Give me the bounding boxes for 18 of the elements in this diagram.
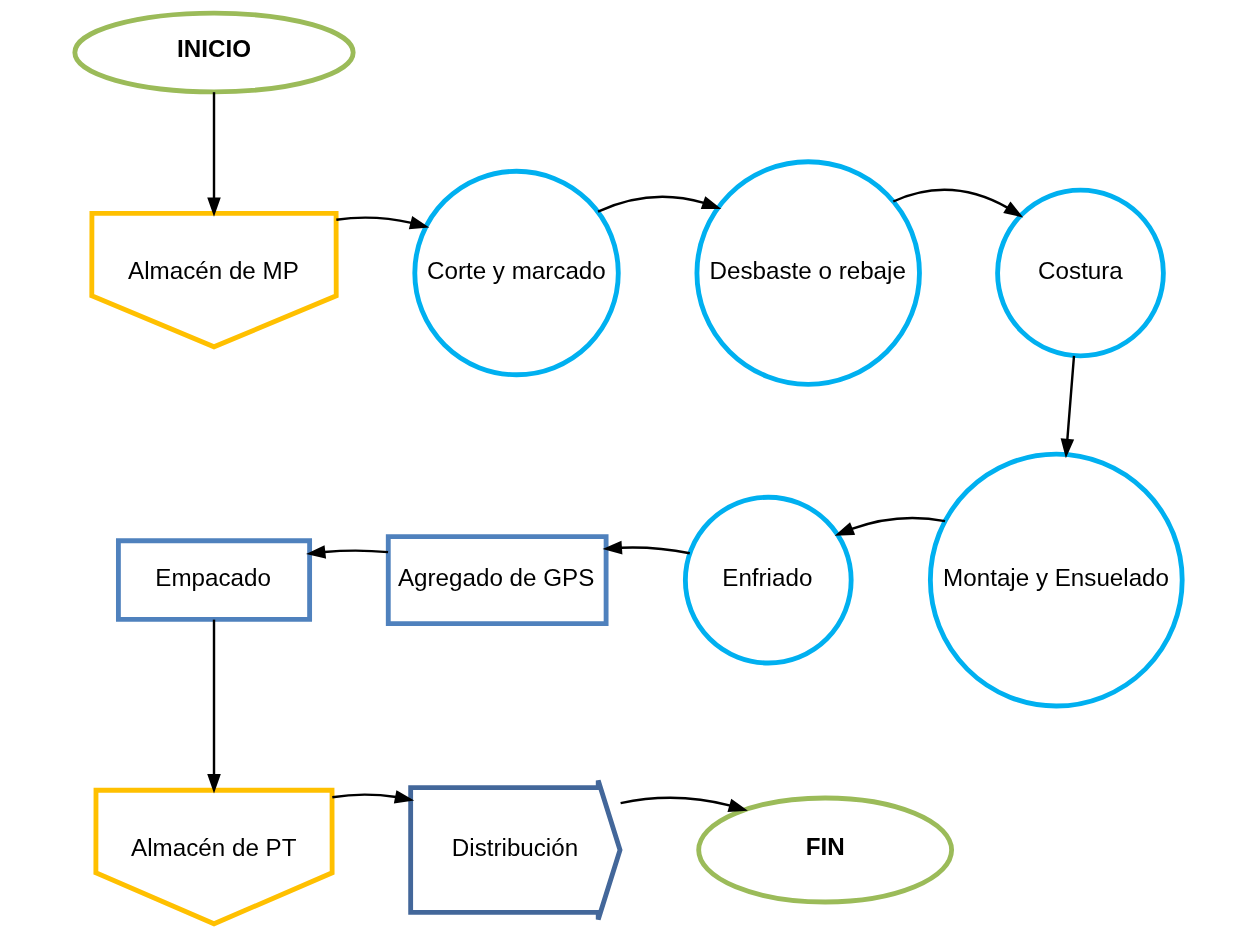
node-circle: Desbaste o rebaje <box>694 159 922 387</box>
node-circle: Corte y marcado <box>412 168 621 378</box>
arrow <box>207 619 221 794</box>
node-box: Agregado de GPS <box>385 534 609 627</box>
node-circle: Costura <box>995 187 1166 359</box>
arrow <box>336 216 430 230</box>
node-ellipse: INICIO <box>72 10 356 95</box>
node-circle: Montaje y Ensuelado <box>927 451 1185 709</box>
arrow <box>1060 355 1076 459</box>
arrow <box>834 516 946 536</box>
arrow <box>620 796 748 812</box>
arrow <box>332 790 415 804</box>
node-box: Empacado <box>116 538 313 622</box>
arrow <box>602 540 690 555</box>
arrow <box>306 545 389 559</box>
arrow <box>207 92 221 217</box>
arrow <box>892 188 1024 218</box>
arrow <box>597 195 722 213</box>
